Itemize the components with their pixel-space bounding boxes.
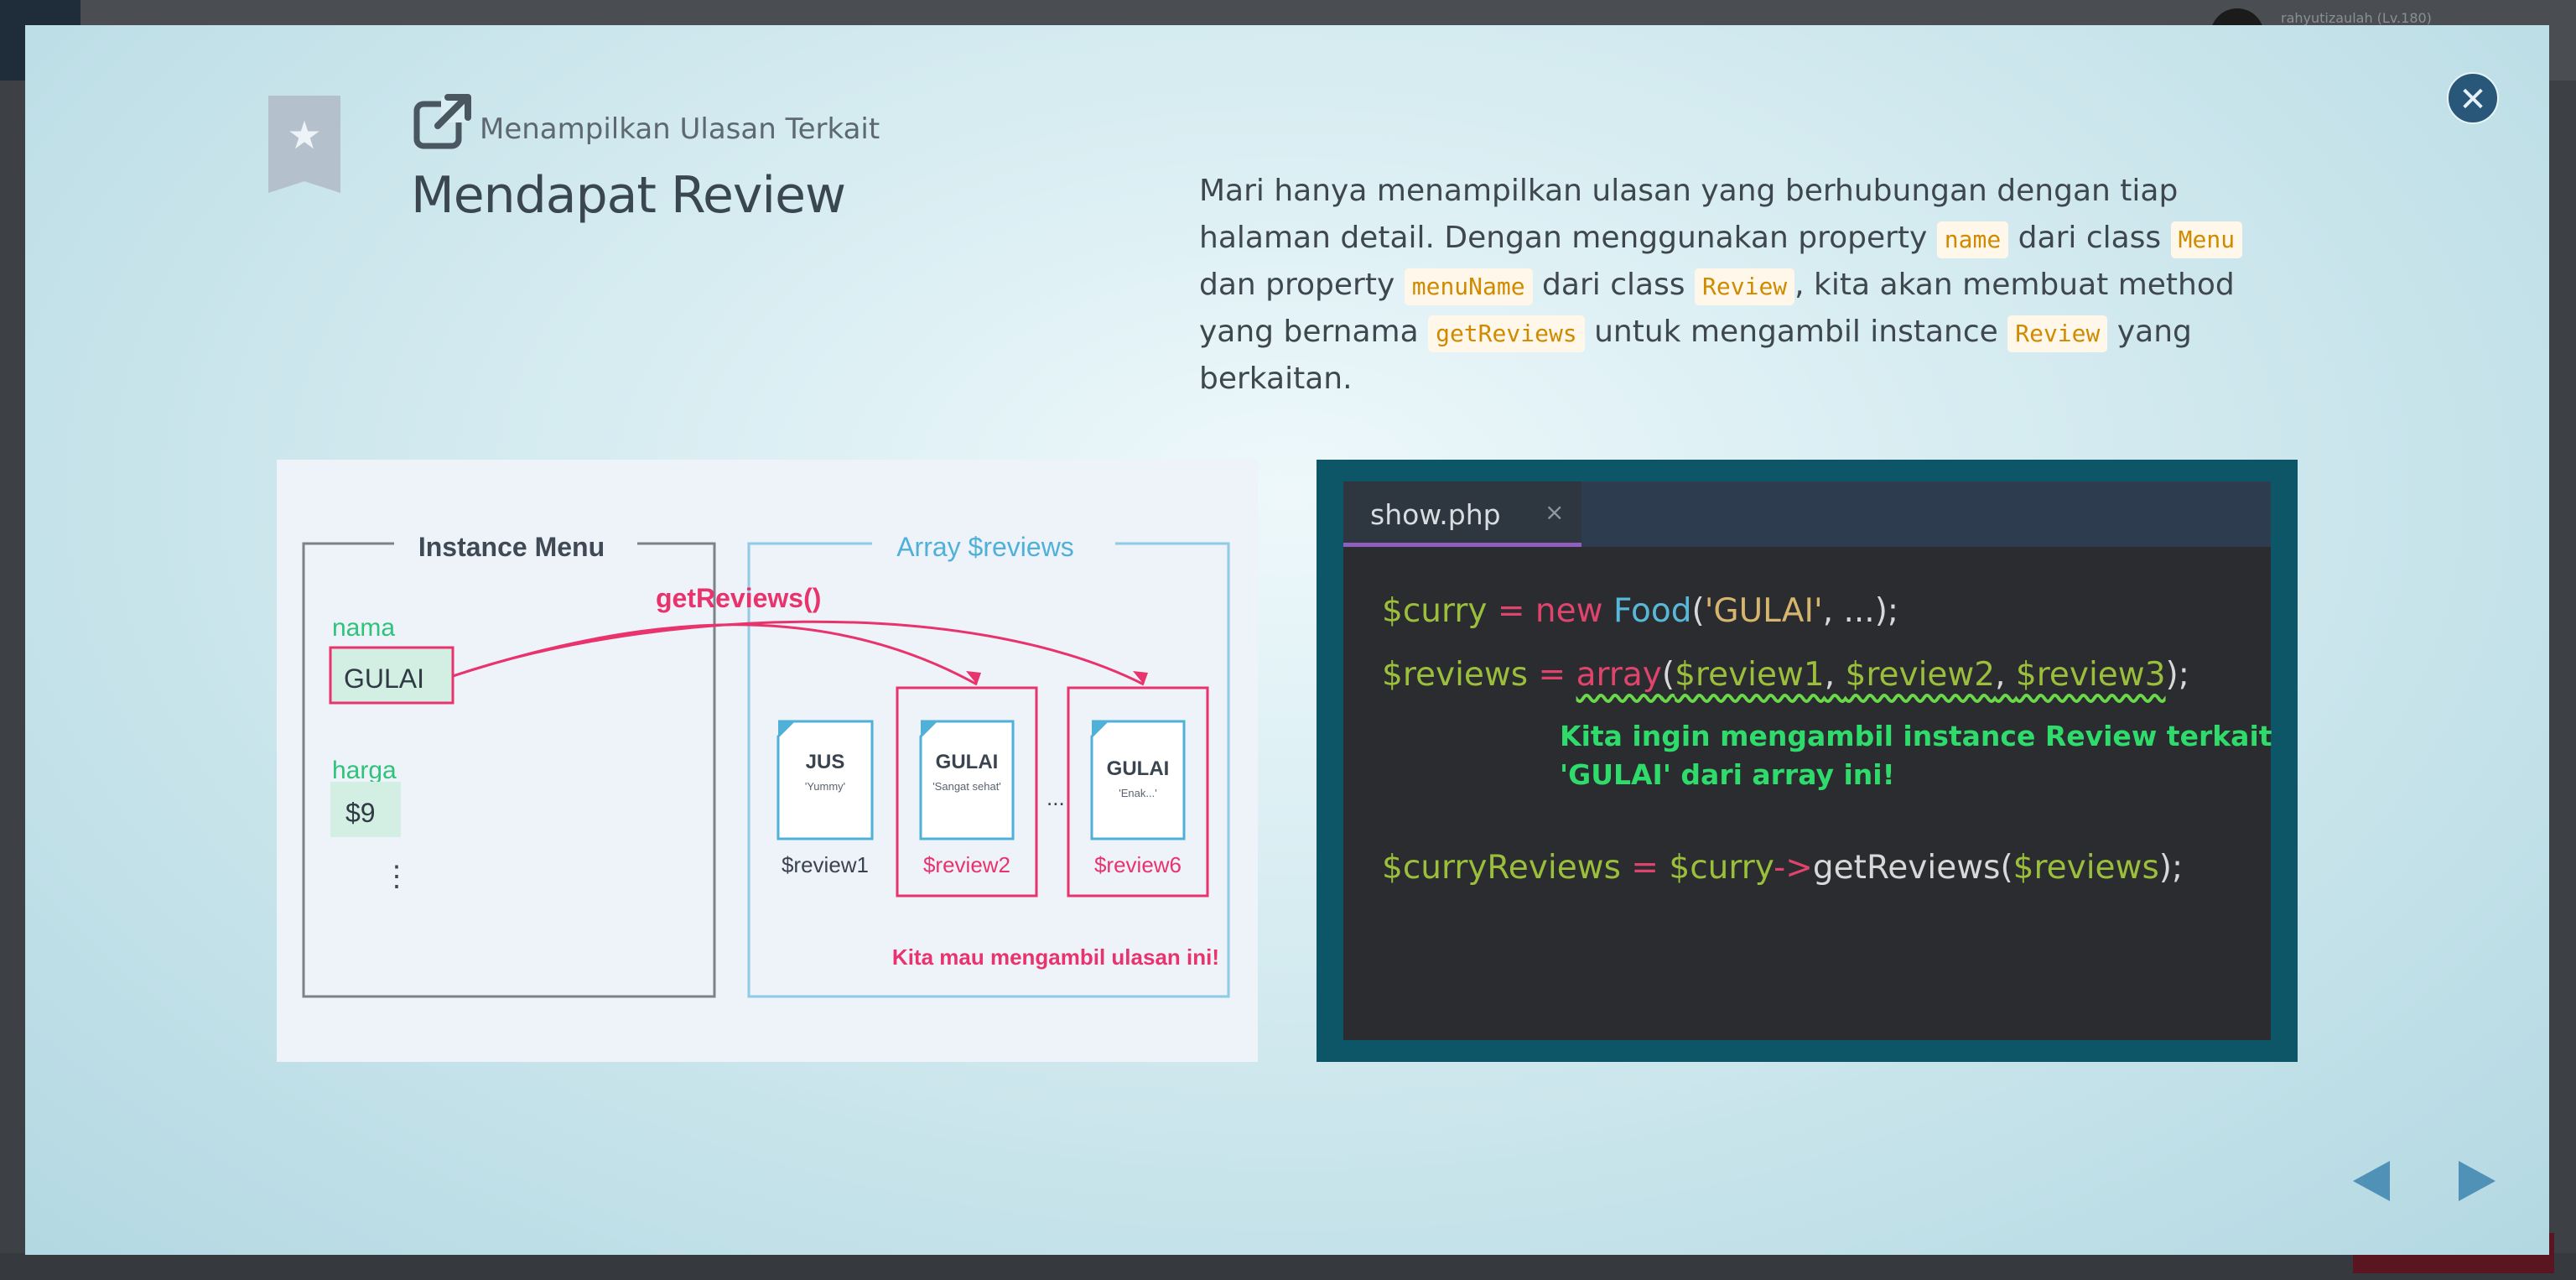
desc-text: yang berkaitan. bbox=[1199, 315, 2192, 396]
review2-highlight bbox=[896, 686, 1038, 898]
desc-text: dari class bbox=[1532, 268, 1696, 302]
close-button[interactable]: ✕ bbox=[2447, 72, 2499, 124]
external-link-icon bbox=[413, 94, 471, 149]
diagram-note: Kita mau mengambil ulasan ini! bbox=[892, 944, 1219, 970]
diagram-panel: Instance Menu Array $reviews nama GULAI … bbox=[277, 460, 1258, 1062]
code-line-2: $reviews = array($review1, $review2, $re… bbox=[1382, 656, 2189, 694]
code-name: name bbox=[1936, 221, 2009, 258]
code-token: $review3 bbox=[2015, 656, 2166, 694]
code-token: $reviews bbox=[2012, 849, 2159, 887]
instance-menu-label: Instance Menu bbox=[418, 532, 605, 562]
nama-label: nama bbox=[332, 614, 395, 642]
nama-value-box bbox=[329, 646, 454, 705]
code-token: Food bbox=[1613, 592, 1692, 630]
desc-text: Mari hanya menampilkan ulasan yang berhu… bbox=[1199, 174, 2179, 255]
harga-label: harga bbox=[332, 757, 397, 784]
code-token: ); bbox=[2158, 849, 2184, 887]
editor-tab-bar: show.php × bbox=[1343, 481, 2271, 547]
code-token: $curryReviews bbox=[1382, 849, 1621, 887]
code-token: $review1 bbox=[1675, 656, 1825, 694]
harga-value-box bbox=[330, 782, 401, 837]
code-note-line-1: Kita ingin mengambil instance Review ter… bbox=[1560, 720, 2272, 752]
lesson-subtitle: Menampilkan Ulasan Terkait bbox=[480, 112, 880, 146]
review2-title: GULAI bbox=[936, 751, 999, 773]
squiggle-highlight: array($review1, $review2, $review3 bbox=[1576, 656, 2166, 694]
diagram-illustration: Instance Menu Array $reviews nama GULAI … bbox=[302, 527, 1230, 998]
array-reviews-label: Array $reviews bbox=[896, 532, 1074, 562]
code-token: $review2 bbox=[1845, 656, 1996, 694]
tab-close-icon[interactable]: × bbox=[1545, 498, 1565, 526]
review1-title: JUS bbox=[806, 751, 845, 773]
code-getreviews: getReviews bbox=[1428, 315, 1585, 352]
code-token: $curry bbox=[1382, 592, 1488, 630]
review6-highlight bbox=[1067, 686, 1209, 898]
code-menuname: menuName bbox=[1404, 268, 1533, 305]
ellipsis: ... bbox=[1046, 785, 1065, 810]
background-bottom-bar bbox=[0, 1253, 2576, 1280]
code-menu: Menu bbox=[2170, 221, 2243, 258]
tab-show-php[interactable]: show.php × bbox=[1343, 481, 1581, 547]
bookmark-icon[interactable]: ★ bbox=[268, 96, 340, 193]
review6-card bbox=[1090, 720, 1186, 840]
desc-text: dari class bbox=[2008, 221, 2171, 255]
review2-var: $review2 bbox=[923, 852, 1010, 877]
code-review: Review bbox=[1695, 268, 1795, 305]
code-token: , bbox=[1824, 656, 1846, 694]
user-name: rahyutizaulah (Lv.180) bbox=[2281, 10, 2432, 26]
code-line-1: $curry = new Food('GULAI', ...); bbox=[1382, 592, 1898, 630]
code-editor: show.php × $curry = new Food('GULAI', ..… bbox=[1343, 481, 2272, 1040]
nama-value: GULAI bbox=[344, 663, 424, 694]
code-token: $reviews bbox=[1382, 656, 1529, 694]
code-token: ); bbox=[2165, 656, 2189, 694]
tab-label: show.php bbox=[1370, 498, 1501, 531]
previous-slide-button[interactable] bbox=[2353, 1161, 2390, 1201]
review1-quote: 'Yummy' bbox=[805, 780, 845, 793]
code-token: = bbox=[1620, 849, 1670, 887]
page-title: Mendapat Review bbox=[411, 166, 846, 225]
code-token: , ...); bbox=[1822, 592, 1899, 630]
review2-quote: 'Sangat sehat' bbox=[932, 780, 1001, 793]
harga-value: $9 bbox=[345, 798, 376, 828]
arrow-to-review6 bbox=[452, 620, 1145, 686]
desc-text: untuk mengambil instance bbox=[1584, 315, 2008, 349]
code-token: ( bbox=[2000, 849, 2013, 887]
code-token: getReviews bbox=[1812, 849, 2001, 887]
close-icon: ✕ bbox=[2459, 81, 2487, 119]
code-review-2: Review bbox=[2007, 315, 2108, 352]
code-token: array bbox=[1576, 656, 1662, 694]
more-properties: ⋮ bbox=[382, 861, 411, 892]
code-token: = bbox=[1528, 656, 1576, 694]
code-token: -> bbox=[1774, 849, 1813, 887]
lesson-modal: ★ Menampilkan Ulasan Terkait Mendapat Re… bbox=[25, 25, 2549, 1255]
review6-var: $review6 bbox=[1094, 852, 1182, 877]
code-token: ( bbox=[1691, 592, 1705, 630]
star-icon: ★ bbox=[287, 112, 322, 158]
code-line-3: $curryReviews = $curry->getReviews($revi… bbox=[1382, 849, 2183, 887]
review6-title: GULAI bbox=[1107, 757, 1170, 780]
code-panel: show.php × $curry = new Food('GULAI', ..… bbox=[1317, 460, 2298, 1062]
next-slide-button[interactable] bbox=[2459, 1161, 2496, 1201]
code-token: 'GULAI' bbox=[1704, 592, 1823, 630]
code-note-line-2: 'GULAI' dari array ini! bbox=[1560, 758, 1895, 791]
desc-text: dan property bbox=[1199, 268, 1405, 302]
lesson-description: Mari hanya menampilkan ulasan yang berhu… bbox=[1199, 168, 2272, 403]
review6-quote: 'Enak...' bbox=[1119, 787, 1156, 799]
code-token: , bbox=[1995, 656, 2016, 694]
code-token: $curry bbox=[1669, 849, 1774, 887]
method-label: getReviews() bbox=[656, 583, 821, 613]
desc-text: , kita akan membuat method yang bernama bbox=[1199, 268, 2235, 349]
code-token: ( bbox=[1661, 656, 1675, 694]
code-token: new bbox=[1535, 592, 1603, 630]
review1-var: $review1 bbox=[782, 852, 869, 877]
code-token: = bbox=[1487, 592, 1535, 630]
